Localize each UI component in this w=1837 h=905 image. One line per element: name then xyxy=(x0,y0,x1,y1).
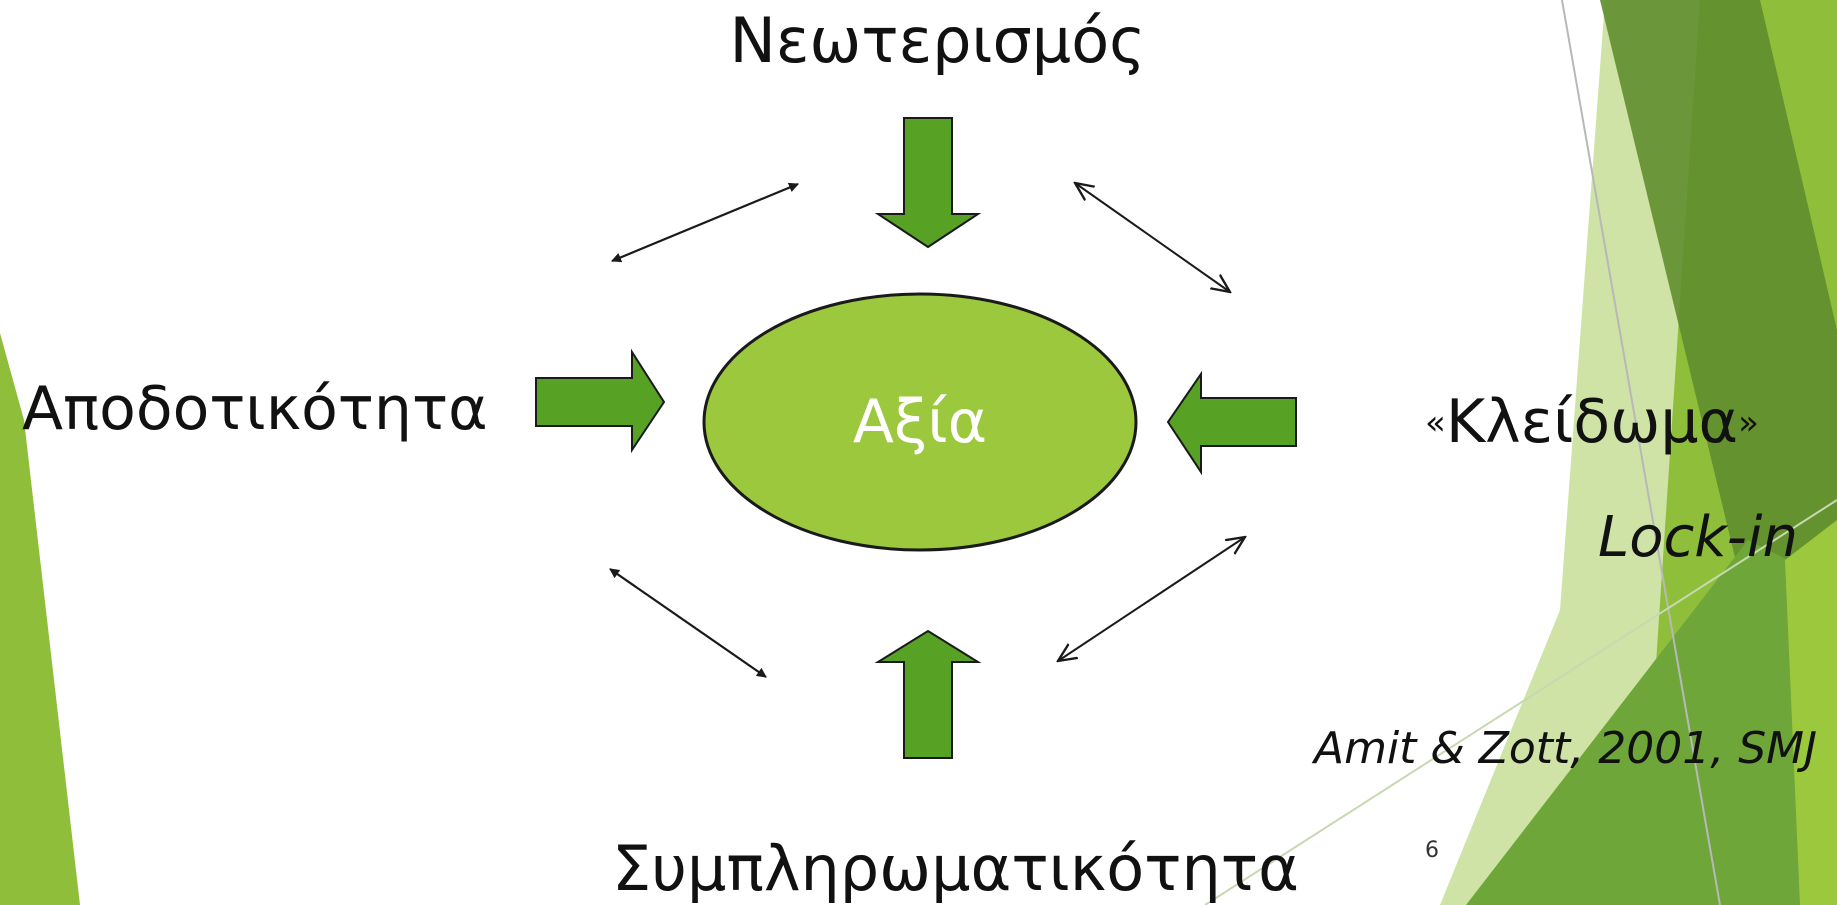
double-arrow-bottom-right xyxy=(1058,537,1245,661)
lock-in-english-label: Lock-in xyxy=(1598,505,1798,570)
lock-in-greek-label: «Κλείδωμα» xyxy=(1425,387,1759,457)
double-arrow-bottom-left xyxy=(609,568,767,678)
innovation-label: Νεωτερισμός xyxy=(729,4,1146,77)
left-edge-green-strip xyxy=(0,333,80,905)
slide-number: 6 xyxy=(1425,838,1439,863)
block-arrow-left xyxy=(1166,370,1297,476)
close-quote: » xyxy=(1738,403,1759,443)
block-arrow-up xyxy=(874,629,982,759)
thin-diagonal-line xyxy=(1561,0,1721,905)
block-arrow-down xyxy=(874,117,982,249)
right-lower-facet xyxy=(1466,540,1837,905)
efficiency-label: Αποδοτικότητα xyxy=(22,374,488,444)
complementarity-label: Συμπληρωματικότητα xyxy=(612,832,1299,905)
thin-diagonal-line xyxy=(1204,499,1837,905)
value-ellipse xyxy=(702,292,1138,552)
right-dark-facet xyxy=(1600,0,1837,640)
right-bright-sliver xyxy=(1785,520,1837,905)
double-arrow-top-right xyxy=(1075,183,1230,292)
open-quote: « xyxy=(1425,403,1446,443)
double-arrow-top-left xyxy=(611,182,799,263)
citation: Amit & Zott, 2001, SMJ xyxy=(1314,723,1818,774)
value-label: Αξία xyxy=(852,387,988,457)
lock-in-greek-text: Κλείδωμα xyxy=(1445,387,1739,457)
block-arrow-right xyxy=(535,348,666,454)
